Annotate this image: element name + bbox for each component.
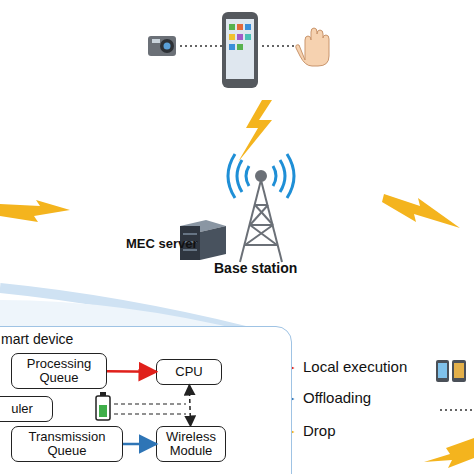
lightning-bolt [424, 438, 474, 468]
hand-icon [296, 28, 329, 66]
box-text: Processing Queue [15, 357, 103, 385]
box-text: CPU [175, 365, 202, 379]
box-text: uler [11, 402, 33, 416]
lightning-bolt [0, 200, 70, 222]
legend-text: Offloading [303, 389, 371, 406]
battery-symbol [96, 392, 186, 420]
cpu-box: CPU [156, 359, 222, 385]
illustration-label: Base station [214, 260, 297, 276]
signal-waves [228, 154, 294, 198]
flow-arrow [107, 370, 156, 373]
panel-title: mart device [1, 331, 73, 347]
box-text: Wireless Module [160, 430, 222, 458]
lightning-bolt [382, 194, 460, 228]
queue-box: Transmission Queue [11, 426, 123, 462]
legend-text: Drop [303, 422, 336, 439]
camera-icon [148, 36, 176, 56]
scheduler-box: uler [0, 396, 53, 422]
module-box: Wireless Module [156, 426, 226, 462]
device-icons [436, 360, 474, 410]
lightning-bolt [238, 100, 272, 162]
illustration-label: MEC server [126, 236, 198, 251]
flow-arrow [123, 443, 156, 446]
device-panel: mart deviceProcessing Queue CPU ulerTransm… [0, 326, 292, 474]
box-text: Transmission Queue [15, 430, 119, 458]
tablet-icon [222, 12, 258, 88]
dotted-link [180, 45, 222, 47]
legend-text: Local execution [303, 358, 407, 375]
tower-symbol [240, 171, 282, 262]
dotted-link [262, 45, 300, 47]
flow-arrow [189, 385, 190, 426]
queue-box: Processing Queue [11, 353, 107, 389]
